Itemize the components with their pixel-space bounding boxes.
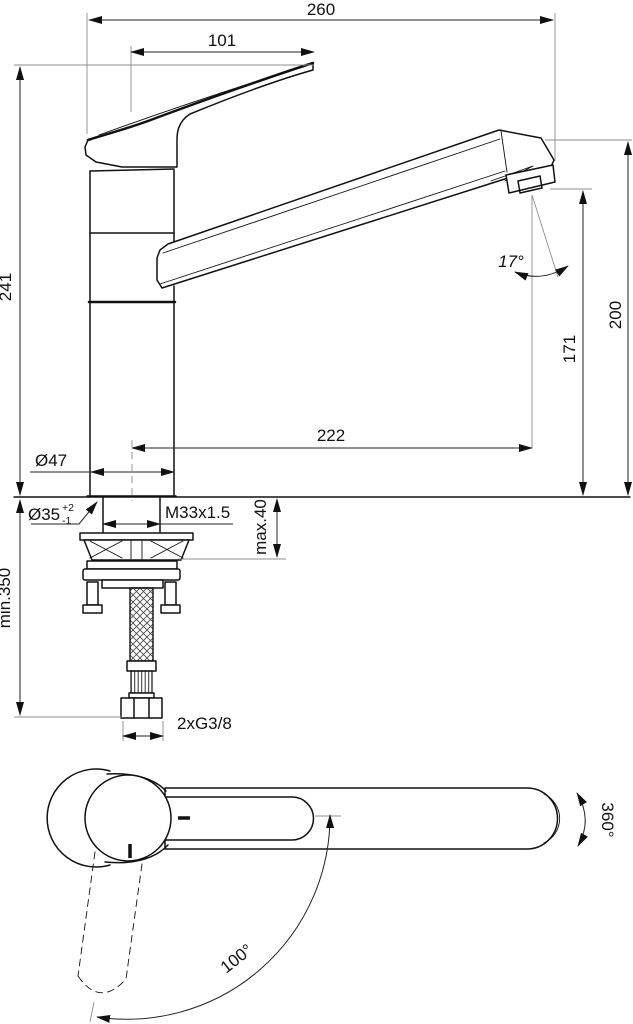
handle-lever	[84, 62, 314, 168]
braided-hose	[129, 587, 154, 662]
knob-outer-contour	[46, 768, 111, 868]
faucet-side-view	[13, 61, 631, 719]
dia35-tol-plus: +2	[62, 502, 74, 514]
dim-171: 171	[550, 188, 592, 496]
mounting-hardware	[79, 497, 194, 719]
dim-241: 241	[0, 64, 314, 496]
dim-dia35: Ø35 +2 -1	[28, 501, 98, 527]
dim-thread: M33x1.5	[102, 503, 233, 528]
dim-101-label: 101	[208, 31, 236, 50]
clamp-base	[101, 579, 164, 589]
handle-rotated-position	[77, 851, 143, 994]
faucet-body	[86, 168, 177, 501]
handle-swing-label: 100°	[217, 940, 256, 977]
top-view-knob	[84, 774, 172, 862]
dim-222: 222	[131, 426, 533, 452]
thread-label: M33x1.5	[165, 503, 230, 522]
dim-241-label: 241	[0, 273, 15, 301]
swivel-label: 360°	[598, 802, 617, 837]
clamp-plate-upper	[86, 560, 178, 570]
top-view-handle	[149, 796, 315, 841]
dim-200: 200	[545, 139, 632, 496]
spout	[156, 129, 556, 289]
dim-101: 101	[130, 31, 315, 112]
dim-260: 260	[86, 0, 556, 161]
dim-min-hose: min.350	[0, 499, 122, 718]
clamp-cone	[83, 539, 190, 561]
clamp-bracing	[89, 540, 184, 560]
dia35-tol-minus: -1	[62, 515, 71, 527]
dim-222-label: 222	[317, 426, 345, 445]
connection-nut	[120, 697, 163, 719]
max-deck-label: max.40	[251, 499, 270, 555]
dia35-label: Ø35	[28, 505, 60, 524]
dim-200-label: 200	[606, 301, 625, 329]
dim-max-deck: max.40	[178, 498, 286, 560]
connection-label: 2xG3/8	[177, 714, 232, 733]
top-view-spout-cap-line	[543, 793, 561, 844]
hose-ferrule	[126, 660, 157, 672]
clamp-screws	[82, 581, 181, 614]
hose-ribbed-section	[130, 670, 153, 694]
dim-260-label: 260	[307, 0, 335, 19]
faucet-top-view: 100° 360°	[46, 768, 617, 1023]
dim-spout-angle: 17°	[498, 194, 569, 448]
min-hose-label: min.350	[0, 568, 14, 628]
aerator-cap	[517, 175, 543, 194]
washer-flange	[79, 532, 194, 541]
dia47-label: Ø47	[35, 451, 67, 470]
handle-inner-line	[98, 64, 310, 136]
dimensions-side-view: 260 101 241 200 171	[0, 0, 632, 741]
dim-171-label: 171	[560, 335, 579, 363]
dim-connection: 2xG3/8	[122, 714, 232, 741]
clamp-plate-lower	[82, 568, 181, 581]
dim-dia47: Ø47	[30, 451, 175, 476]
spout-angle-label: 17°	[498, 252, 524, 271]
dim-swivel: 360°	[576, 792, 617, 847]
